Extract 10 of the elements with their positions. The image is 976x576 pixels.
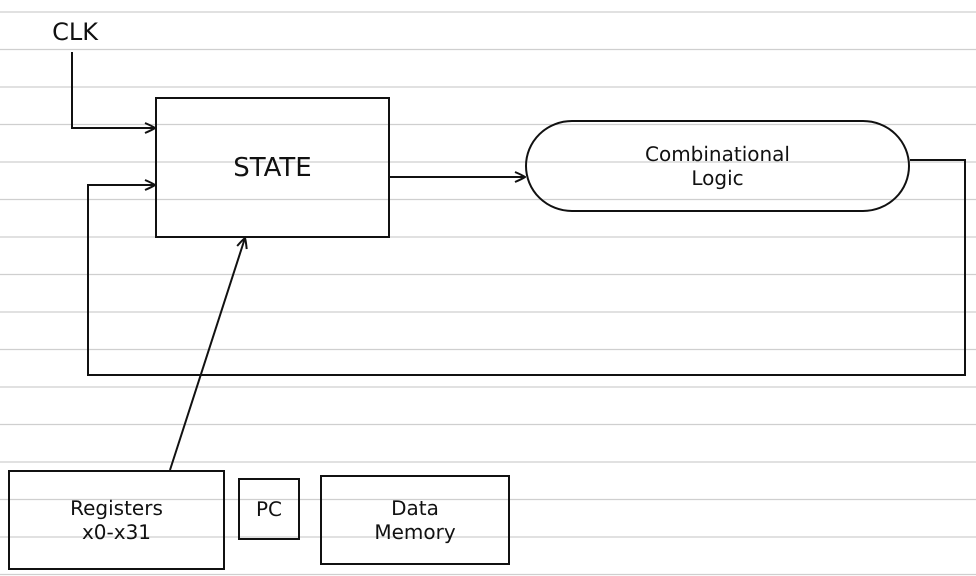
node-label: Combinational Logic — [644, 142, 791, 190]
process-box — [238, 478, 300, 540]
process-box — [8, 470, 225, 570]
node-label: PC — [256, 497, 282, 521]
process-box — [155, 97, 390, 238]
node-label: STATE — [233, 152, 312, 182]
signal-label: CLK — [30, 12, 120, 52]
node-label: Registers x0-x31 — [69, 496, 164, 544]
node-label: Data Memory — [373, 496, 457, 544]
process-box — [320, 475, 510, 565]
